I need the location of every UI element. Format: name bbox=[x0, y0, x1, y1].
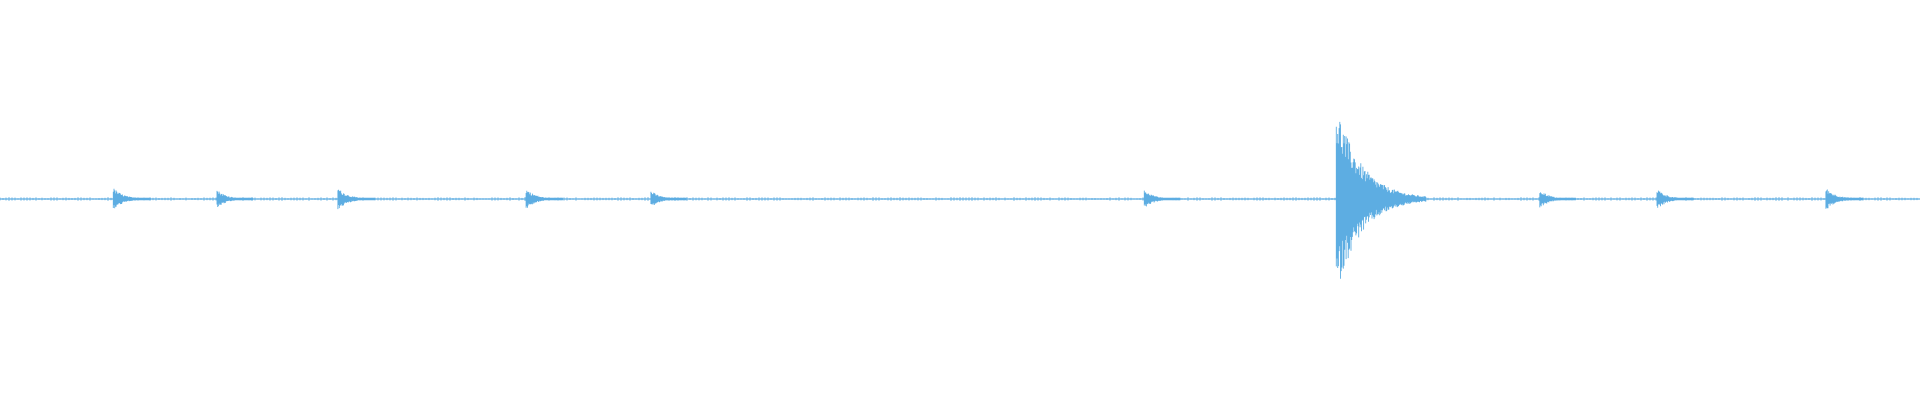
waveform-transient-7 bbox=[1335, 121, 1427, 279]
waveform-transient-8 bbox=[1539, 192, 1576, 208]
waveform-transient-5 bbox=[650, 191, 687, 205]
waveform-transient-4 bbox=[525, 190, 563, 208]
waveform-noise bbox=[0, 197, 1918, 201]
waveform-transient-2 bbox=[216, 190, 254, 207]
waveform-transient-3 bbox=[337, 189, 376, 210]
waveform-transient-6 bbox=[1143, 190, 1181, 207]
waveform-onsets bbox=[0, 121, 1918, 279]
waveform-transient-10 bbox=[1825, 189, 1864, 209]
waveform-transient-1 bbox=[112, 188, 151, 209]
waveform-transient-9 bbox=[1656, 190, 1694, 208]
